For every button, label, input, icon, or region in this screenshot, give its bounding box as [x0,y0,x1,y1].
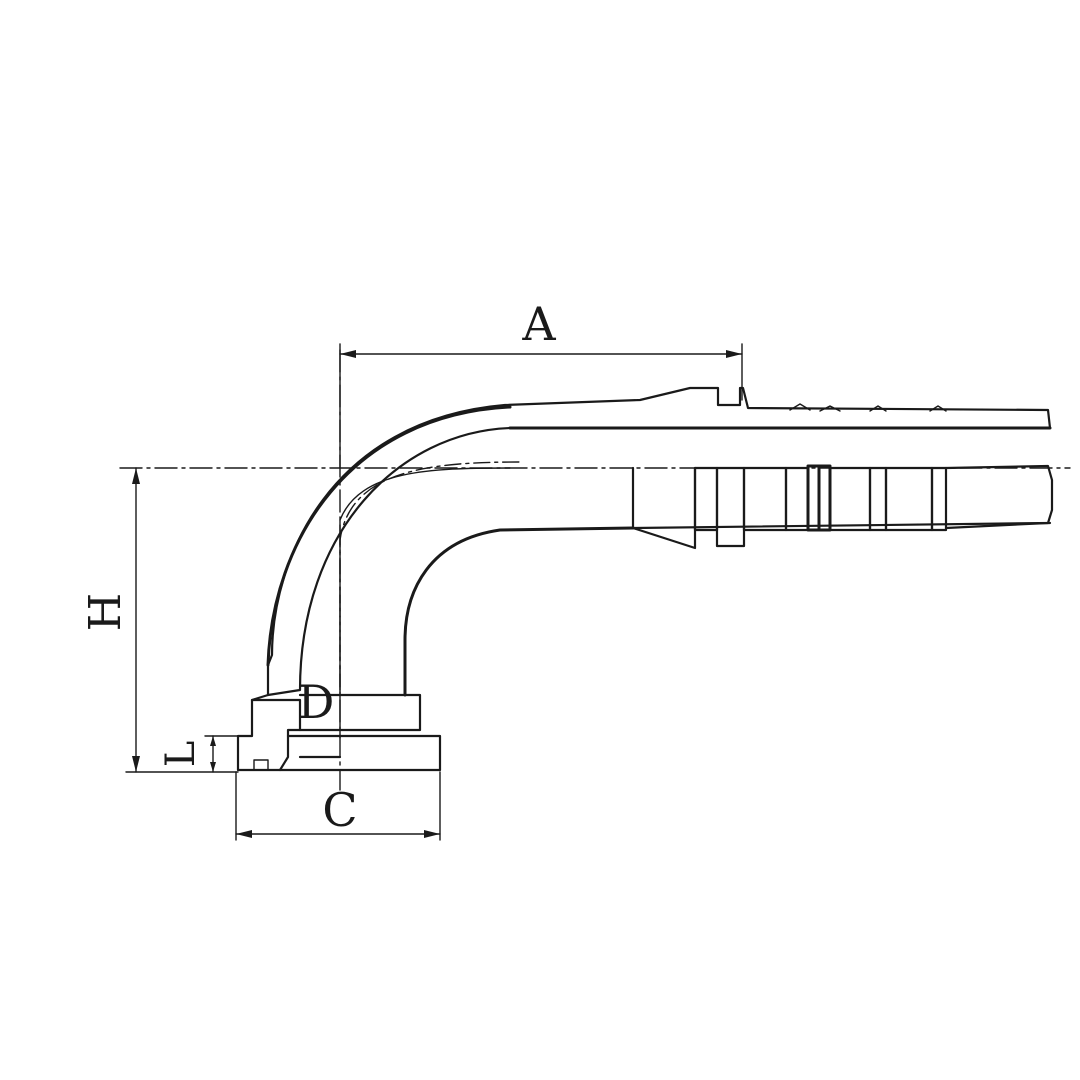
dim-a-arrow-left [340,350,356,358]
dim-c-arrow-left [236,830,252,838]
dim-h-arrow-bottom [132,756,140,772]
flange-body [298,693,422,732]
tail-barbs [789,403,947,412]
elbow-inner-contour [339,467,511,739]
flange-seal-notch [253,759,269,771]
tail-ring-7 [868,466,888,532]
dim-h-arrow-top [132,468,140,484]
tail-ring-8 [884,466,934,532]
elbow-outer-contour [266,405,512,667]
flange-top-edge-left [250,693,270,702]
dim-d-label: D [298,675,335,729]
dim-h-label: H [80,593,131,631]
dim-l-arrow-bottom [210,762,216,772]
tail-ring-2 [715,466,746,548]
tail-ring-4 [784,466,810,532]
tail-ring-3 [742,466,788,532]
bore-bottom-line [631,521,1052,530]
dim-c-arrow-right [424,830,440,838]
tail-ring-1 [693,466,719,532]
hatched-wall-section [266,386,1052,697]
flange-base [278,734,442,772]
tail-ring-9 [930,466,948,532]
tail-ring-6 [828,466,872,532]
dim-a-arrow-right [726,350,742,358]
dim-l-label: L [158,741,204,768]
hatched-flange-section [236,698,302,772]
bend-centerline [339,461,521,691]
dim-l-arrow-top [210,736,216,746]
dim-c-label: C [322,783,357,837]
tail-taper [631,466,697,550]
elbow-bottom-contour [403,526,635,697]
tail-end [944,464,1054,530]
dim-a-label: A [521,297,556,351]
